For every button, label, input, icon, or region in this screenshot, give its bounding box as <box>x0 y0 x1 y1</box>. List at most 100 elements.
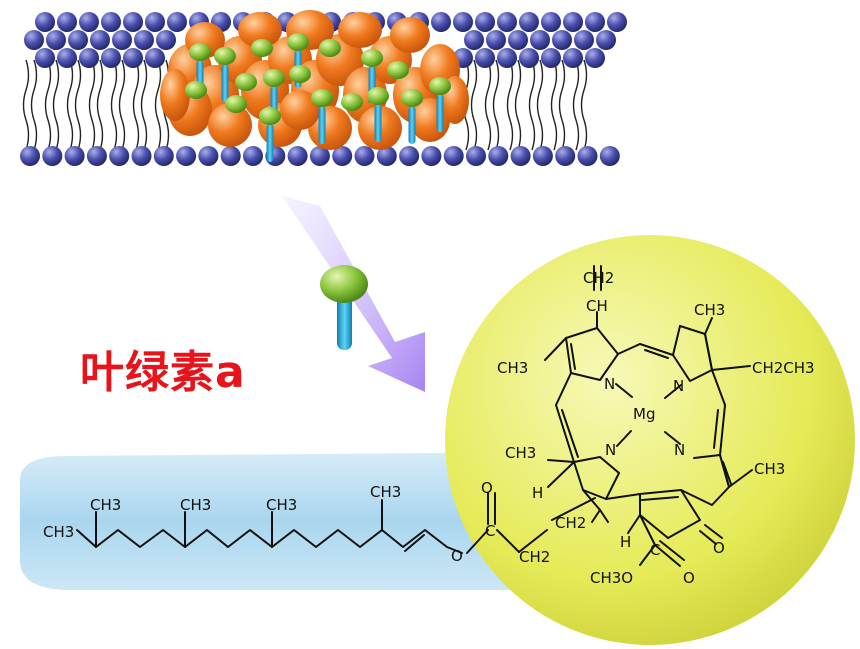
phospholipid-head <box>90 30 110 50</box>
membrane-protein-icon <box>238 12 282 48</box>
label-ethyl: CH2CH3 <box>752 359 815 377</box>
phospholipid-head <box>220 146 241 166</box>
phospholipid-head <box>198 146 219 166</box>
phospholipid-head <box>497 12 517 32</box>
membrane-protein-icon <box>280 90 320 130</box>
phospholipid-head <box>563 48 583 68</box>
phospholipid-head <box>35 48 55 68</box>
phospholipid-head <box>287 146 308 166</box>
phospholipid-head <box>123 48 143 68</box>
diagram-title: 叶绿素a <box>80 347 246 398</box>
phospholipid-head <box>563 12 583 32</box>
pigment-head <box>387 61 409 79</box>
pigment-head <box>235 73 257 91</box>
pigment-tail <box>221 64 229 102</box>
lipid-tail <box>44 59 52 151</box>
label-phytyl-ch3-4: CH3 <box>370 483 401 501</box>
phospholipid-head <box>79 48 99 68</box>
membrane-protein-icon <box>160 10 469 150</box>
label-o-keto: O <box>713 539 725 557</box>
lipid-tail <box>514 59 522 151</box>
lipid-tail <box>22 59 30 151</box>
membrane-protein-icon <box>390 17 430 53</box>
phospholipid-head <box>57 12 77 32</box>
label-phytyl-end: CH3 <box>43 523 74 541</box>
phospholipid-head <box>123 12 143 32</box>
pigment-head <box>259 107 281 125</box>
chlorophyll-molecule-icon <box>320 265 368 350</box>
lipid-tail <box>132 59 140 151</box>
phospholipid-head <box>486 30 506 50</box>
phospholipid-head <box>585 48 605 68</box>
phospholipid-head <box>101 12 121 32</box>
phospholipid-head <box>86 146 107 166</box>
label-ch3-top-right: CH3 <box>694 301 725 319</box>
phospholipid-head <box>599 146 620 166</box>
porphyrin-ring-disc <box>445 235 855 645</box>
pigment-tail <box>318 106 326 144</box>
pigment-tail <box>374 104 382 142</box>
phospholipid-head <box>585 12 605 32</box>
phospholipid-head <box>156 30 176 50</box>
lipid-tail <box>558 59 566 151</box>
pigment-tail <box>408 106 416 144</box>
lipid-tail <box>528 59 536 151</box>
membrane-protein-icon <box>338 12 382 48</box>
phospholipid-head <box>510 146 531 166</box>
phospholipid-head <box>574 30 594 50</box>
phospholipid-head <box>243 146 263 166</box>
pigment-head <box>311 89 333 107</box>
phospholipid-head <box>431 12 451 32</box>
phospholipid-head <box>376 146 397 166</box>
phospholipid-head <box>508 30 528 50</box>
pigment-head <box>341 93 363 111</box>
pigment-head <box>289 65 311 83</box>
pigment-head <box>401 89 423 107</box>
phospholipid-head <box>134 30 154 50</box>
phospholipid-head <box>309 146 330 166</box>
lipid-tail <box>154 59 162 151</box>
pigment-head <box>287 33 309 51</box>
label-h-left: H <box>532 484 543 502</box>
lipid-tail <box>492 59 500 151</box>
chlorophyll-pigments <box>185 33 451 162</box>
phospholipid-head <box>42 146 63 166</box>
phospholipid-head <box>530 30 550 50</box>
lipid-tail <box>484 59 492 151</box>
label-phytyl-ch3-1: CH3 <box>90 496 121 514</box>
pigment-head <box>225 95 247 113</box>
phospholipid-head <box>101 48 121 68</box>
lipid-tail <box>74 59 82 151</box>
phospholipid-head <box>176 146 197 166</box>
phospholipid-head <box>443 146 464 166</box>
label-methoxy: CH3O <box>590 569 633 587</box>
phospholipid-head <box>464 30 484 50</box>
label-n1: N <box>604 375 615 393</box>
label-ch-vinyl: CH <box>586 297 608 315</box>
label-ch3-left: CH3 <box>497 359 528 377</box>
phospholipid-head <box>421 146 442 166</box>
lipid-tail <box>88 59 96 151</box>
phospholipid-head <box>532 146 553 166</box>
phospholipid-head <box>497 48 517 68</box>
label-c-ester: C <box>485 522 495 540</box>
label-phytyl-ch3-3: CH3 <box>266 496 297 514</box>
phospholipid-head <box>24 30 44 50</box>
label-ch2-top: CH2 <box>583 269 614 287</box>
pigment-head <box>367 87 389 105</box>
phospholipid-head <box>57 48 77 68</box>
phospholipid-head <box>153 146 174 166</box>
lipid-tail <box>572 59 580 151</box>
lipid-tail <box>66 59 74 151</box>
phospholipid-head <box>488 146 509 166</box>
lipid-tail <box>470 59 478 151</box>
phospholipid-head <box>519 48 539 68</box>
label-n2: N <box>673 377 684 395</box>
phospholipid-head <box>145 12 165 32</box>
lipid-tail <box>536 59 544 151</box>
phospholipid-head <box>541 12 561 32</box>
pigment-tail <box>436 94 444 132</box>
pigment-head <box>214 47 236 65</box>
